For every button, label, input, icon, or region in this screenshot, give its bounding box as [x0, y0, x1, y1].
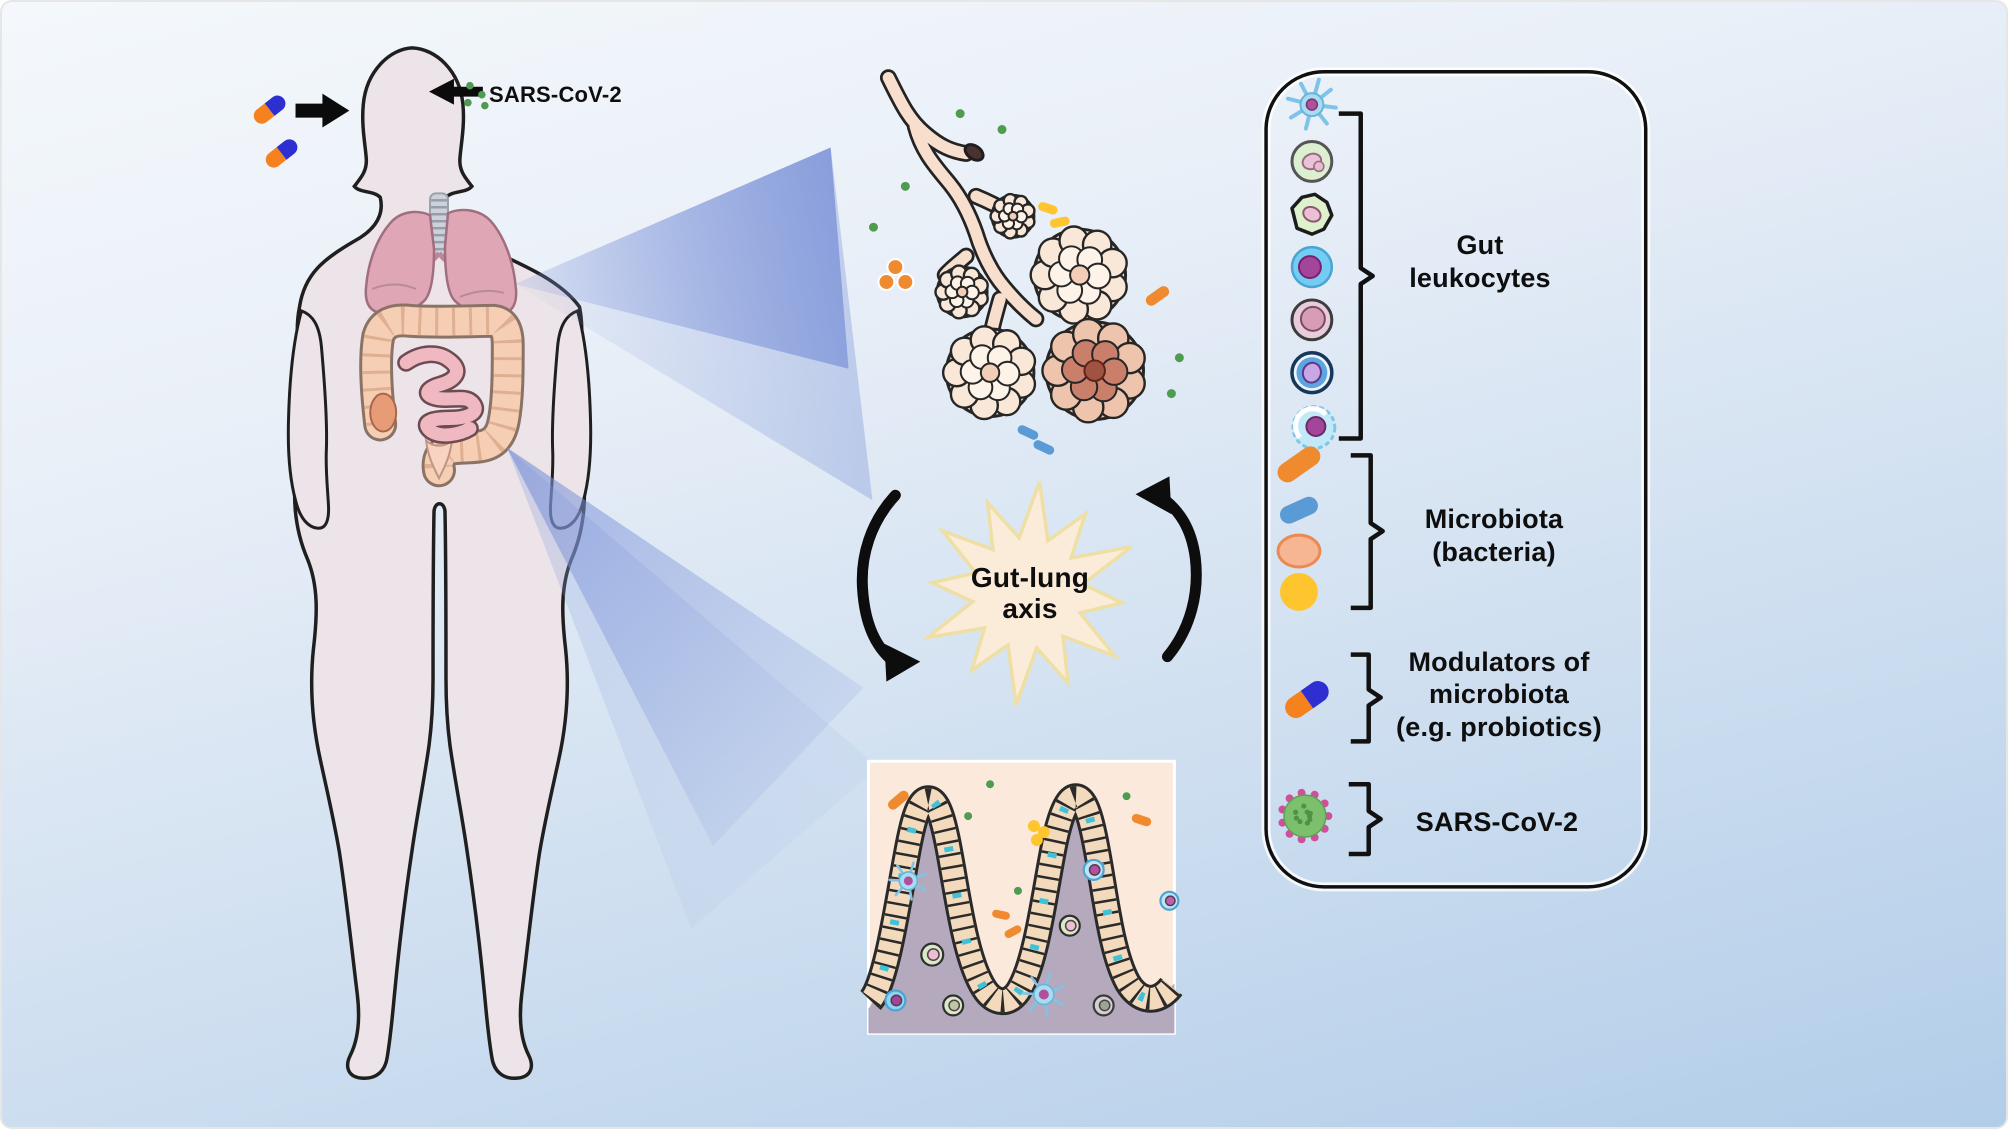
sars-cov-2-annotation: SARS-CoV-2 — [489, 82, 622, 107]
brace-gut-leukocytes — [1338, 111, 1375, 441]
alveolar-sac — [1029, 225, 1128, 325]
virus-particle — [997, 125, 1007, 135]
gut-leukocyte — [942, 994, 965, 1017]
b-cell-icon — [1290, 351, 1334, 395]
virus-particle — [1174, 353, 1184, 363]
gut-leukocyte — [1058, 914, 1081, 937]
brace-modulators — [1350, 652, 1383, 744]
virus-particle — [1122, 792, 1131, 801]
starburst — [921, 481, 1133, 706]
pill-arrow-icon — [295, 93, 350, 128]
yellow-bacteria-pair — [1038, 202, 1070, 228]
brace-microbiota — [1350, 453, 1385, 611]
monocyte-icon — [1290, 298, 1334, 342]
virus-speckle — [1301, 803, 1307, 809]
gut-leukocyte — [1092, 994, 1115, 1017]
dendritic-cell-icon — [1285, 77, 1338, 131]
virus-speckle — [1304, 820, 1310, 826]
bronchiole-opening — [963, 143, 985, 162]
blue-bacillus-icon — [1279, 496, 1318, 524]
alveolar-sac — [989, 192, 1036, 240]
bronchiole — [879, 69, 1045, 348]
alveolar-sac — [941, 325, 1037, 421]
cycle-arrow-right — [1155, 491, 1202, 663]
alveoli-inset — [868, 69, 1184, 455]
orange-bacillus — [1145, 286, 1170, 306]
activated-lymphocyte-icon — [1291, 405, 1337, 450]
virus-particle — [986, 780, 995, 789]
lung-fissures — [371, 283, 505, 298]
gut-beam — [506, 447, 864, 846]
gut-leukocyte — [884, 989, 907, 1012]
legend-label-microbiota: Microbiota (bacteria) — [1424, 504, 1564, 567]
left-lung — [364, 210, 436, 315]
gut-epithelium-inset — [859, 759, 1183, 1035]
virus-speckle — [1307, 810, 1313, 817]
virus-particle — [466, 81, 474, 90]
virus-particle — [1166, 389, 1176, 399]
virus-particle — [481, 101, 489, 110]
legend-border — [1264, 70, 1648, 889]
virus-particle — [464, 98, 472, 107]
magnification-beams — [506, 147, 879, 929]
alveolar-sac — [934, 264, 989, 320]
large-intestine — [359, 303, 525, 488]
salmon-coccus-icon — [1276, 533, 1322, 569]
cycle-arrowhead-right — [1135, 476, 1172, 515]
gut-leukocyte — [1082, 858, 1105, 881]
gut-leukocyte — [1159, 890, 1180, 911]
virus-particle — [964, 812, 973, 821]
virus-speckle — [1292, 809, 1299, 815]
lungs — [364, 208, 518, 317]
virus-particle — [478, 90, 486, 99]
gut-lung-axis-cycle — [856, 476, 1202, 706]
top-annotation — [250, 78, 489, 171]
virus-particle — [1013, 886, 1022, 895]
epithelium-band — [859, 783, 1183, 1016]
inflamed-alveolar-sac — [1041, 317, 1146, 424]
legend-panel — [1261, 67, 1651, 892]
legend-label-sars: SARS-CoV-2 — [1415, 807, 1579, 837]
legend-label-gut-leukocytes: Gut leukocytes — [1409, 230, 1551, 293]
left-arm — [286, 308, 331, 530]
virus-speckle — [1297, 819, 1303, 825]
coronavirus-icon — [1278, 788, 1333, 844]
virus-particle — [955, 109, 965, 119]
virus-arrow-icon — [429, 78, 483, 105]
gut-leukocyte — [920, 942, 945, 967]
human-body-silhouette — [286, 46, 593, 1080]
macrophage-icon — [1290, 192, 1334, 236]
gut-lumen-microbes — [888, 790, 1152, 939]
probiotic-pill-icon — [1280, 676, 1333, 723]
dendritic-cell — [1021, 973, 1065, 1017]
brace-sars — [1348, 781, 1383, 857]
cycle-arrowhead-left — [884, 643, 921, 682]
pill-icon — [250, 92, 289, 127]
cecum — [369, 392, 398, 433]
virus-particle — [868, 222, 878, 232]
pill-icon — [262, 136, 301, 171]
cycle-arrow-left — [856, 489, 901, 667]
blue-bacteria-pair — [1017, 425, 1055, 455]
right-lung — [443, 208, 518, 317]
orange-bacillus-icon — [1277, 446, 1321, 483]
orange-cocci-cluster — [877, 258, 915, 291]
virus-particles — [464, 81, 489, 110]
rectum — [424, 437, 454, 481]
yellow-coccus-icon — [1280, 572, 1318, 611]
small-intestine — [397, 345, 484, 444]
lung-beam — [514, 147, 849, 369]
colon-haustra — [362, 306, 522, 473]
legend-label-modulators: Modulators of microbiota (e.g. probiotic… — [1396, 647, 1602, 742]
eosinophil-icon — [1290, 140, 1334, 183]
virus-particle — [900, 181, 910, 191]
dendritic-cell — [888, 861, 927, 901]
lymphocyte-icon — [1290, 245, 1334, 289]
virus-speckle — [1293, 815, 1299, 821]
gut-lung-axis-label: Gut-lung axis — [970, 562, 1090, 625]
